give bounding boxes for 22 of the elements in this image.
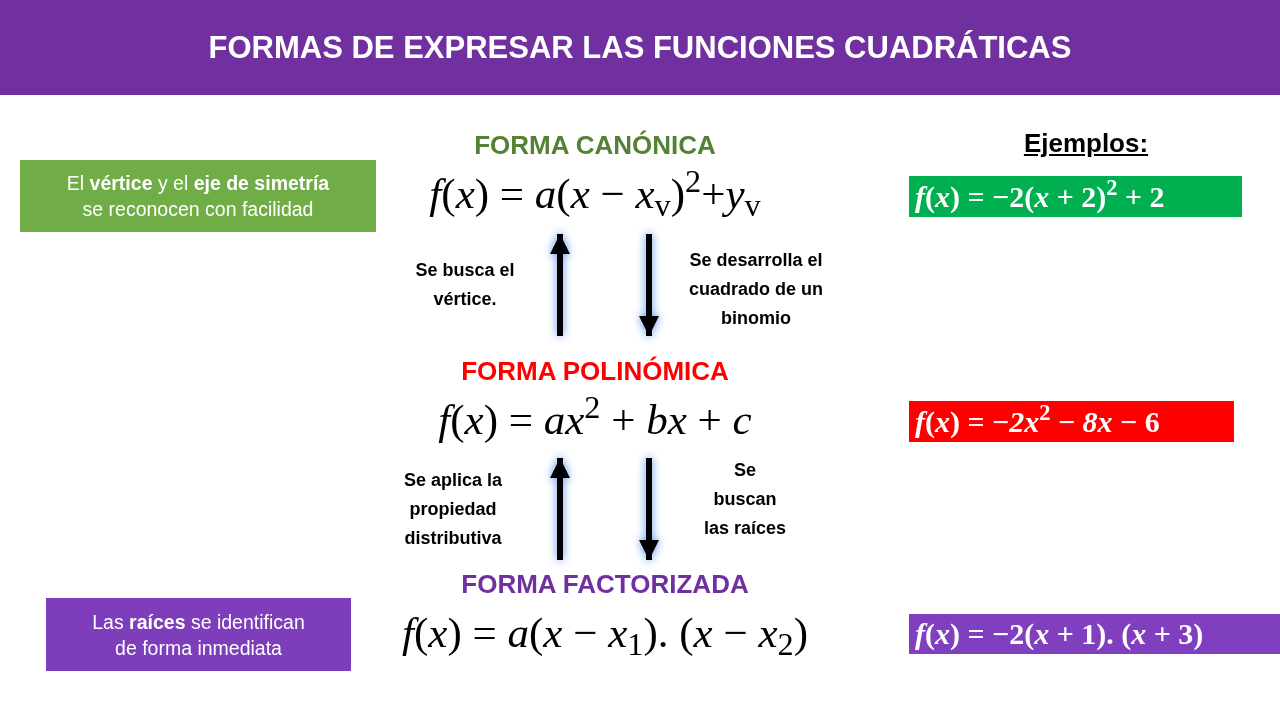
example-panel bbox=[909, 176, 1242, 217]
examples-heading: Ejemplos: bbox=[1023, 127, 1149, 160]
form-heading: FORMA POLINÓMICA bbox=[461, 356, 729, 386]
example-formula: f(x) = −2x$^{2}$ − 8x − 6 bbox=[915, 403, 1160, 440]
formula: f(x) = a(x − x$_{v}$)$^{2}$+y$_{v}$ bbox=[429, 166, 761, 222]
arrow bbox=[550, 458, 570, 560]
example-panel bbox=[909, 401, 1234, 442]
example-panel bbox=[909, 614, 1280, 654]
note-text: Las raíces se identifican de forma inmediata bbox=[91, 609, 306, 661]
arrow bbox=[550, 234, 570, 336]
note-panel bbox=[20, 160, 376, 232]
form-heading: FORMA CANÓNICA bbox=[474, 130, 716, 160]
example-formula: f(x) = −2(x + 2)$^{2}$ + 2 bbox=[915, 178, 1165, 215]
formula: f(x) = ax$^{2}$ + bx + c bbox=[438, 392, 752, 445]
arrow bbox=[639, 458, 659, 560]
slide-title: FORMAS DE EXPRESAR LAS FUNCIONES CUADRÁTICAS bbox=[208, 28, 1072, 67]
form-heading: FORMA FACTORIZADA bbox=[461, 569, 749, 599]
arrow bbox=[639, 234, 659, 336]
note-panel bbox=[46, 598, 351, 671]
note-text: El vértice y el eje de simetría se reconocen con facilidad bbox=[65, 171, 331, 222]
example-formula: f(x) = −2(x + 1). (x + 3) bbox=[915, 616, 1204, 652]
formula: f(x) = a(x − x$_{1}$). (x − x$_{2}$) bbox=[402, 608, 808, 661]
